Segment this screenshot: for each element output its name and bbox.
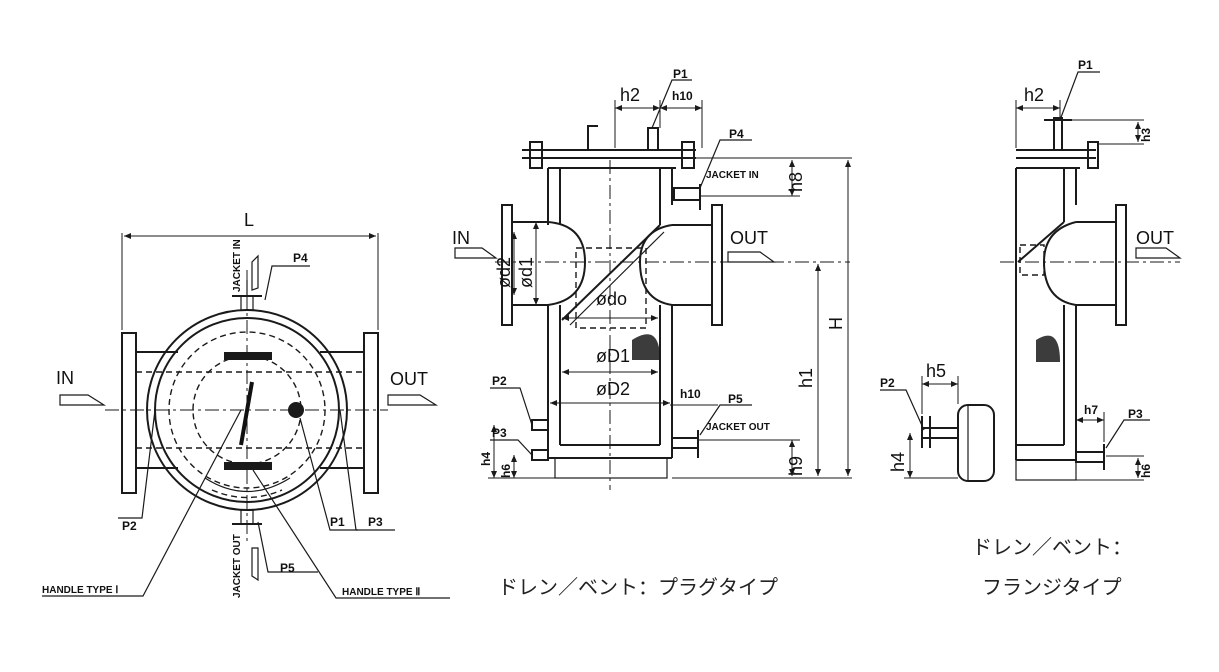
flange-p1-label: P1 — [1078, 58, 1093, 72]
handle-bar-bottom — [224, 462, 272, 470]
plug-p3-label: P3 — [492, 426, 507, 440]
p1-label: P1 — [330, 515, 345, 529]
flange-type-view — [880, 71, 1182, 482]
plug-h6-label: h6 — [499, 464, 513, 478]
in-arrow-icon — [59, 394, 107, 406]
plug-h9-label: h9 — [786, 456, 806, 476]
front-view — [42, 233, 450, 599]
plug-p2-label: P2 — [492, 374, 507, 388]
flange-h3-label: h3 — [1139, 128, 1153, 142]
flange-caption-line1: ドレン／ベント： — [972, 535, 1132, 559]
plug-p1-label: P1 — [673, 67, 688, 81]
out-label: OUT — [390, 369, 428, 389]
plug-out-label: OUT — [730, 228, 768, 248]
flange-h6-label: h6 — [1139, 464, 1153, 478]
p4-label: P4 — [293, 251, 308, 265]
flange-h5-label: h5 — [926, 361, 946, 381]
dim-l-label: L — [244, 210, 254, 230]
flange-out-label: OUT — [1136, 228, 1174, 248]
in-label: IN — [56, 368, 74, 388]
plug-d2-label: ød2 — [494, 257, 514, 288]
plug-jacket-out-label: JACKET OUT — [706, 422, 770, 433]
flange-caption-line2: フランジタイプ — [982, 575, 1122, 599]
plug-h10-bottom-label: h10 — [680, 387, 701, 401]
plug-h8-label: h8 — [786, 172, 806, 192]
plug-H-label: H — [826, 317, 846, 330]
p3-label: P3 — [368, 515, 383, 529]
plug-h2-label: h2 — [620, 85, 640, 105]
out-flange — [363, 332, 379, 494]
plug-in-arrow-icon — [454, 247, 498, 259]
plug-p5-label: P5 — [728, 392, 743, 406]
flange-out-arrow-icon — [1135, 247, 1182, 259]
flange-h7-label: h7 — [1084, 403, 1098, 417]
flange-h2-label: h2 — [1024, 85, 1044, 105]
plug-D2-label: øD2 — [596, 379, 630, 399]
plug-p4-label: P4 — [729, 127, 744, 141]
flange-p3-label: P3 — [1128, 407, 1143, 421]
jacket-in-label: JACKET IN — [232, 239, 243, 292]
plug-out-arrow-icon — [727, 251, 776, 263]
plug-h10-top-label: h10 — [672, 89, 693, 103]
flange-h4-label: h4 — [888, 452, 908, 472]
plug-in-label: IN — [452, 228, 470, 248]
plug-d1-label: ød1 — [516, 257, 536, 288]
flange-p2-label: P2 — [880, 376, 895, 390]
handle-type-1-label: HANDLE TYPE Ⅰ — [42, 585, 118, 596]
plug-h4-label: h4 — [479, 452, 493, 466]
plug-h1-label: h1 — [796, 368, 816, 388]
handle-bar-top — [224, 352, 272, 360]
plug-D1-label: øD1 — [596, 346, 630, 366]
p5-label: P5 — [280, 561, 295, 575]
p2-label: P2 — [122, 519, 137, 533]
plug-do-label: ødo — [596, 289, 627, 309]
p1-plug — [288, 402, 304, 418]
plug-jacket-in-label: JACKET IN — [706, 170, 759, 181]
plug-caption: ドレン／ベント：プラグタイプ — [498, 575, 778, 599]
plug-type-view — [454, 79, 852, 490]
handle-type-2-label: HANDLE TYPE Ⅱ — [342, 587, 420, 598]
jacket-out-label: JACKET OUT — [232, 534, 243, 598]
out-arrow-icon — [387, 394, 439, 406]
in-flange — [121, 332, 137, 494]
